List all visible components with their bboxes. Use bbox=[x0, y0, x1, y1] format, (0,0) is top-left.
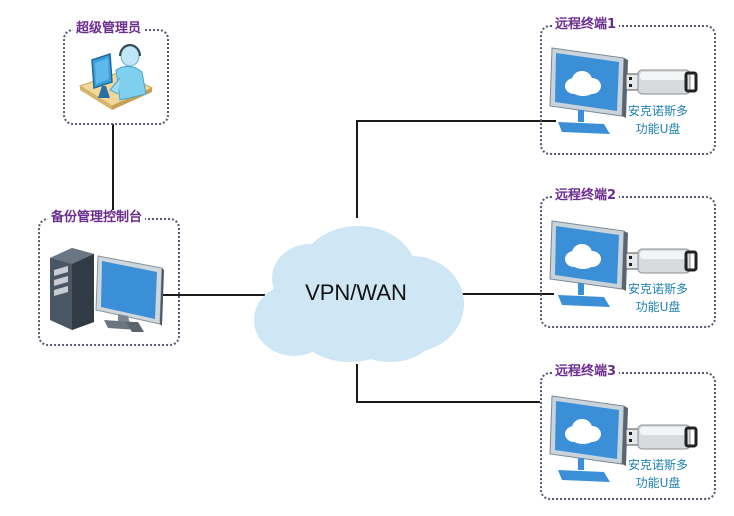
usb-drive-icon bbox=[625, 69, 698, 95]
usb-label-1: 安克诺斯多 功能U盘 bbox=[618, 102, 698, 138]
terminal-node-3-title: 远程终端3 bbox=[552, 364, 620, 380]
usb-label-1-line1: 安克诺斯多 bbox=[627, 104, 688, 118]
admin-operator-icon bbox=[78, 44, 154, 110]
edge-network-terminal3-vertical bbox=[356, 364, 358, 402]
usb-label-3: 安克诺斯多 功能U盘 bbox=[618, 456, 698, 492]
usb-drive-icon bbox=[625, 248, 698, 274]
edge-console-network bbox=[160, 294, 265, 296]
terminal-node-1-title: 远程终端1 bbox=[552, 17, 620, 33]
edge-admin-console bbox=[112, 124, 114, 214]
edge-network-terminal1-horizontal bbox=[356, 120, 556, 122]
usb-label-2-line1: 安克诺斯多 bbox=[627, 282, 688, 296]
terminal-node-1 bbox=[540, 25, 716, 155]
monitor-cloud-icon bbox=[549, 47, 628, 134]
cloud-icon bbox=[254, 226, 464, 362]
edge-network-terminal3-horizontal bbox=[356, 401, 540, 403]
usb-label-2-line2: 功能U盘 bbox=[635, 300, 681, 314]
usb-drive-icon bbox=[625, 424, 698, 450]
terminal-node-2 bbox=[540, 196, 716, 328]
terminal-node-3 bbox=[540, 372, 716, 500]
network-label: VPN/WAN bbox=[305, 280, 407, 305]
console-node-title: 备份管理控制台 bbox=[48, 210, 146, 226]
usb-label-3-line1: 安克诺斯多 bbox=[627, 458, 688, 472]
edge-network-terminal2 bbox=[458, 293, 554, 295]
usb-label-1-line2: 功能U盘 bbox=[635, 122, 681, 136]
terminal-node-2-title: 远程终端2 bbox=[552, 188, 620, 204]
monitor-cloud-icon bbox=[549, 220, 628, 307]
usb-label-2: 安克诺斯多 功能U盘 bbox=[618, 280, 698, 316]
desktop-computer-icon bbox=[50, 248, 164, 332]
edge-network-terminal1-vertical bbox=[356, 120, 358, 218]
usb-label-3-line2: 功能U盘 bbox=[635, 476, 681, 490]
monitor-cloud-icon bbox=[549, 395, 628, 482]
admin-node-title: 超级管理员 bbox=[73, 21, 145, 37]
